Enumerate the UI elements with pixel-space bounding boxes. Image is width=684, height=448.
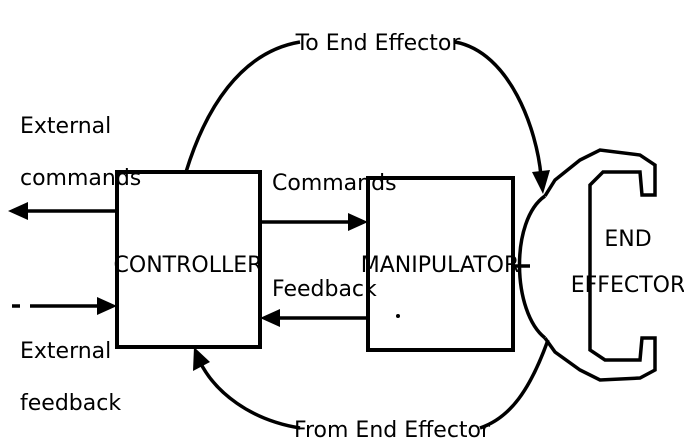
- from-end-effector-arrowhead: [193, 347, 210, 371]
- controller-label: CONTROLLER: [114, 253, 263, 278]
- external-feedback-arrowhead: [97, 297, 117, 315]
- from-end-effector-label: From End Effector: [294, 418, 491, 443]
- commands-arrowhead: [348, 213, 368, 231]
- manipulator-box: [366, 176, 515, 352]
- manipulator-dot: [396, 314, 400, 318]
- feedback-label: Feedback: [272, 277, 377, 302]
- to-end-effector-label: To End Effector: [295, 31, 462, 56]
- manipulator-label: MANIPULATOR: [361, 253, 520, 278]
- external-feedback-label-line2: feedback: [20, 391, 121, 416]
- gripper-palm: [517, 194, 547, 340]
- controller-box: [115, 170, 262, 349]
- from-end-effector-curve-left: [198, 361, 301, 430]
- feedback-arrowhead: [260, 309, 280, 327]
- end-effector-label-line1: END: [604, 227, 651, 252]
- external-commands-arrowhead: [8, 202, 28, 220]
- gripper-jaws: [543, 148, 657, 382]
- end-effector-label-line2: EFFECTOR: [571, 273, 684, 298]
- external-feedback-label-line1: External: [20, 339, 111, 364]
- to-end-effector-curve-right: [454, 40, 543, 177]
- external-commands-label-line1: External: [20, 114, 111, 139]
- to-end-effector-arrowhead: [532, 170, 550, 194]
- from-end-effector-curve-right: [479, 339, 550, 430]
- commands-label: Commands: [272, 171, 397, 196]
- external-commands-label-line2: commands: [20, 166, 141, 191]
- to-end-effector-curve-left: [184, 40, 301, 173]
